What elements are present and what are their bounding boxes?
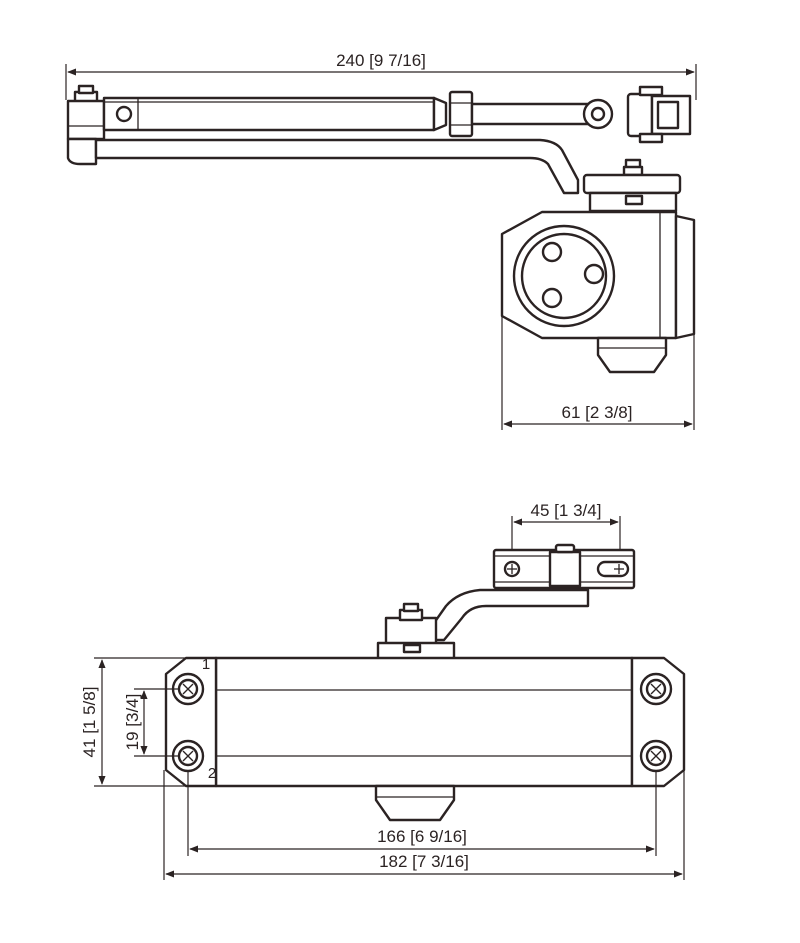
front-arm (376, 588, 590, 661)
pinion-assembly (582, 158, 682, 213)
arm-mounting-bracket (492, 543, 636, 590)
total-length-label: 240 [9 7/16] (336, 51, 426, 70)
hole-vertical-spacing-label: 19 [3/4] (123, 694, 142, 751)
dimension-total-length: 240 [9 7/16] (65, 51, 697, 100)
closer-body-side (500, 210, 696, 374)
body-length-label: 182 [7 3/16] (379, 852, 469, 871)
bracket-depth-label: 61 [2 3/8] (562, 403, 633, 422)
dimension-bracket-depth: 61 [2 3/8] (501, 316, 695, 430)
hole-callout-2: 2 (208, 765, 216, 782)
body-height-label: 41 [1 5/8] (80, 687, 99, 758)
closer-body-front: 1 2 (164, 656, 686, 822)
top-view: 240 [9 7/16] (65, 51, 697, 430)
front-view: 45 [1 3/4] (80, 501, 686, 880)
arm-left-end (66, 84, 106, 166)
dimension-body-height: 41 [1 5/8] (80, 657, 214, 787)
bracket-hole-spacing-label: 45 [1 3/4] (531, 501, 602, 520)
dimension-hole-vertical-spacing: 19 [3/4] (123, 688, 180, 757)
dimension-hole-horizontal-spacing: 166 [6 9/16] (187, 771, 657, 856)
hole-horizontal-spacing-label: 166 [6 9/16] (377, 827, 467, 846)
main-arm (94, 85, 692, 195)
hole-callout-1: 1 (202, 656, 210, 673)
dimension-body-length: 182 [7 3/16] (163, 770, 685, 880)
